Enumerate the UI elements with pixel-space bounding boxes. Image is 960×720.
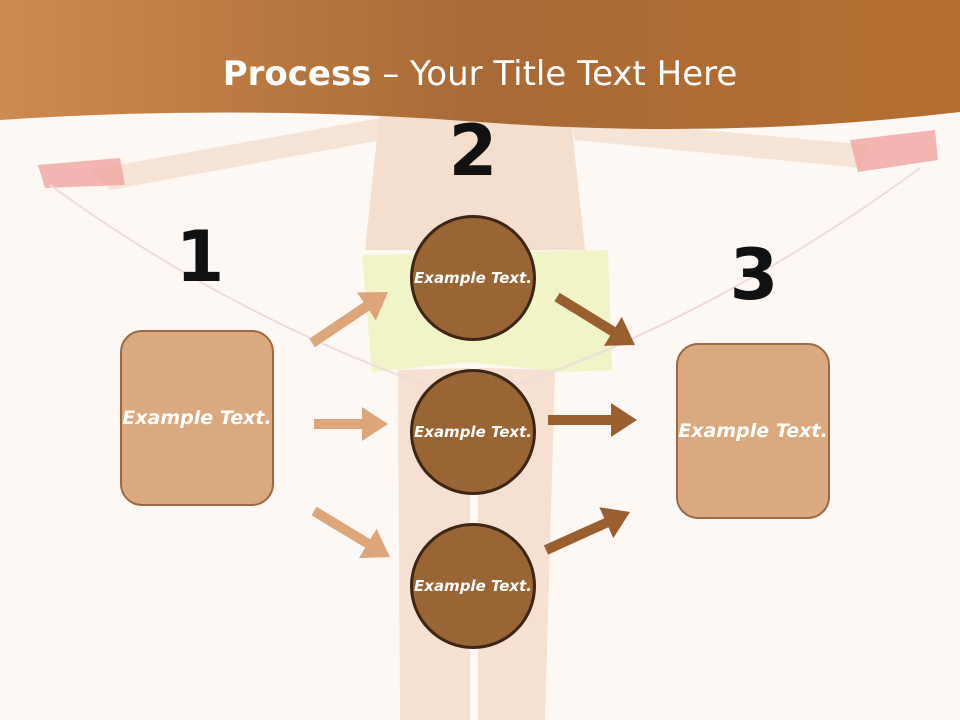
arrow-1-to-top [309,292,388,348]
circle-text: Example Text. [414,422,532,441]
step-3-text: Example Text. [678,419,828,442]
step-2-circle-middle: Example Text. [410,369,536,495]
arrow-1-to-middle [314,407,388,441]
circle-text: Example Text. [414,576,532,595]
step-number-2: 2 [448,110,498,192]
title-rest: – Your Title Text Here [371,54,738,94]
step-number-1: 1 [175,216,225,298]
arrow-middle-to-3 [548,403,637,437]
step-1-box: Example Text. [120,330,274,506]
arrow-bottom-to-3 [543,507,630,555]
arrow-top-to-3 [554,292,635,346]
arrow-1-to-bottom [311,506,390,559]
step-1-text: Example Text. [122,406,272,429]
title-bold: Process [222,54,372,94]
step-3-box: Example Text. [676,343,830,519]
step-2-circle-bottom: Example Text. [410,523,536,649]
step-2-circle-top: Example Text. [410,215,536,341]
page-title: Process – Your Title Text Here [0,52,960,96]
step-number-3: 3 [729,234,779,316]
circle-text: Example Text. [414,268,532,287]
